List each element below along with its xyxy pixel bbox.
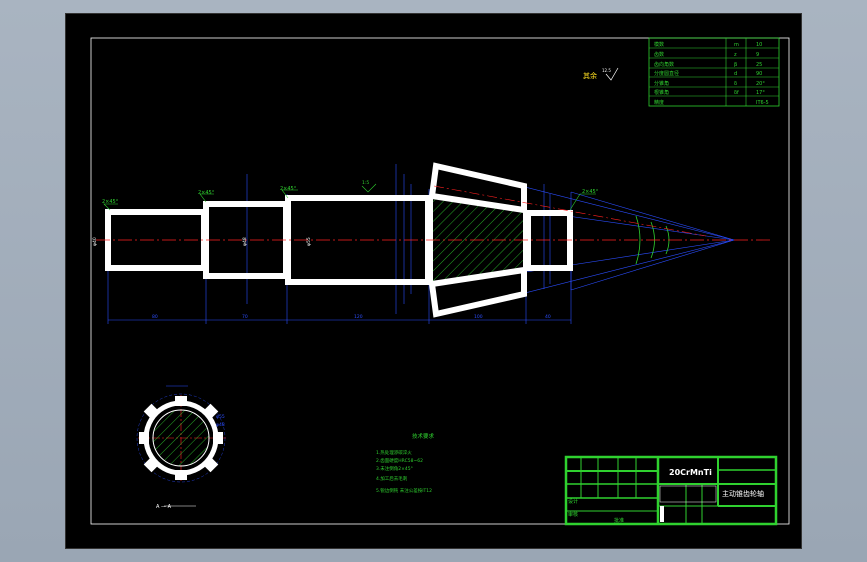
roughness-label: 其余 xyxy=(583,71,597,80)
length-dim: 120 xyxy=(354,314,363,320)
part-name: 主动锥齿轮轴 xyxy=(722,489,764,498)
tech-req-title: 技术要求 xyxy=(412,432,435,440)
technical-requirements: 技术要求 1.热处理渗碳淬火 2.齿面硬度HRC58~62 3.未注倒角2×45… xyxy=(376,432,435,494)
chamfer-callouts xyxy=(103,189,596,211)
diameter-label: φ40 xyxy=(92,237,98,246)
param-name: 分度圆直径 xyxy=(654,70,679,77)
tech-req-line: 5.锐边倒钝 未注公差按IT12 xyxy=(376,487,432,494)
roughness-symbol-icon xyxy=(605,67,619,81)
param-val: 9 xyxy=(756,52,759,58)
param-name: 齿向角数 xyxy=(654,61,674,68)
param-sym: δf xyxy=(734,90,739,96)
param-name: 根锥角 xyxy=(654,89,669,96)
length-dim: 100 xyxy=(474,314,483,320)
param-name: 精度 xyxy=(654,99,664,106)
length-dim: 40 xyxy=(545,314,551,320)
diameter-label: φ48 xyxy=(242,237,248,246)
tech-req-line: 4.加工后去毛刺 xyxy=(376,475,408,482)
drawing-sheet: 模数 m 10 齿数 z 9 齿向角数 β 25 分度圆直径 d 90 分锥角 … xyxy=(66,14,801,548)
section-dim: φ55 xyxy=(216,414,225,420)
param-name: 齿数 xyxy=(654,51,664,58)
param-sym: z xyxy=(734,52,737,58)
param-name: 分锥角 xyxy=(654,80,669,87)
chamfer-label: 2×45° xyxy=(198,190,215,196)
tech-req-line: 1.热处理渗碳淬火 xyxy=(376,449,412,456)
param-sym: β xyxy=(734,62,737,68)
length-dim: 70 xyxy=(242,314,248,320)
tech-req-line: 2.齿面硬度HRC58~62 xyxy=(376,457,423,464)
outer-border xyxy=(90,37,790,525)
param-val: 25 xyxy=(756,62,762,68)
chamfer-label: 2×45° xyxy=(280,186,297,192)
param-sym: d xyxy=(734,71,737,77)
taper-symbol-icon xyxy=(361,183,377,193)
chamfer-label: 2×45° xyxy=(582,189,599,195)
roughness-value: 12.5 xyxy=(602,68,611,73)
shaft-segment-end xyxy=(525,210,573,271)
pitch-line xyxy=(433,185,707,237)
param-val: 10 xyxy=(756,42,762,48)
param-sym: m xyxy=(734,42,739,48)
param-sym: δ xyxy=(734,81,737,87)
section-dim: φ48 xyxy=(216,422,225,428)
title-block-label: 批准 xyxy=(614,517,624,524)
material-label: 20CrMnTi xyxy=(669,468,712,477)
param-name: 模数 xyxy=(654,41,664,48)
param-val: 20° xyxy=(756,81,765,87)
cad-drawing: 模数 m 10 齿数 z 9 齿向角数 β 25 分度圆直径 d 90 分锥角 … xyxy=(90,37,790,526)
title-block-label: 设计 xyxy=(568,498,578,505)
spline-section-view: φ55 φ48 A — A xyxy=(136,385,226,510)
param-val: 17° xyxy=(756,90,765,96)
section-label: A — A xyxy=(156,504,172,510)
tech-req-line: 3.未注倒角2×45° xyxy=(376,465,413,472)
diameter-label: φ55 xyxy=(306,237,312,246)
gear-tooth-lower xyxy=(428,266,527,318)
title-block: 20CrMnTi 主动锥齿轮轴 设计 审核 批准 xyxy=(564,455,778,526)
param-val: 90 xyxy=(756,71,762,77)
title-block-label: 审核 xyxy=(568,511,578,518)
surface-roughness-note: 其余 12.5 xyxy=(583,67,619,81)
taper-label: 1:5 xyxy=(362,180,369,186)
gear-parameter-table: 模数 m 10 齿数 z 9 齿向角数 β 25 分度圆直径 d 90 分锥角 … xyxy=(648,37,780,107)
chamfer-label: 2×45° xyxy=(102,199,119,205)
length-dim: 80 xyxy=(152,314,158,320)
param-val: IT6-5 xyxy=(756,100,769,106)
